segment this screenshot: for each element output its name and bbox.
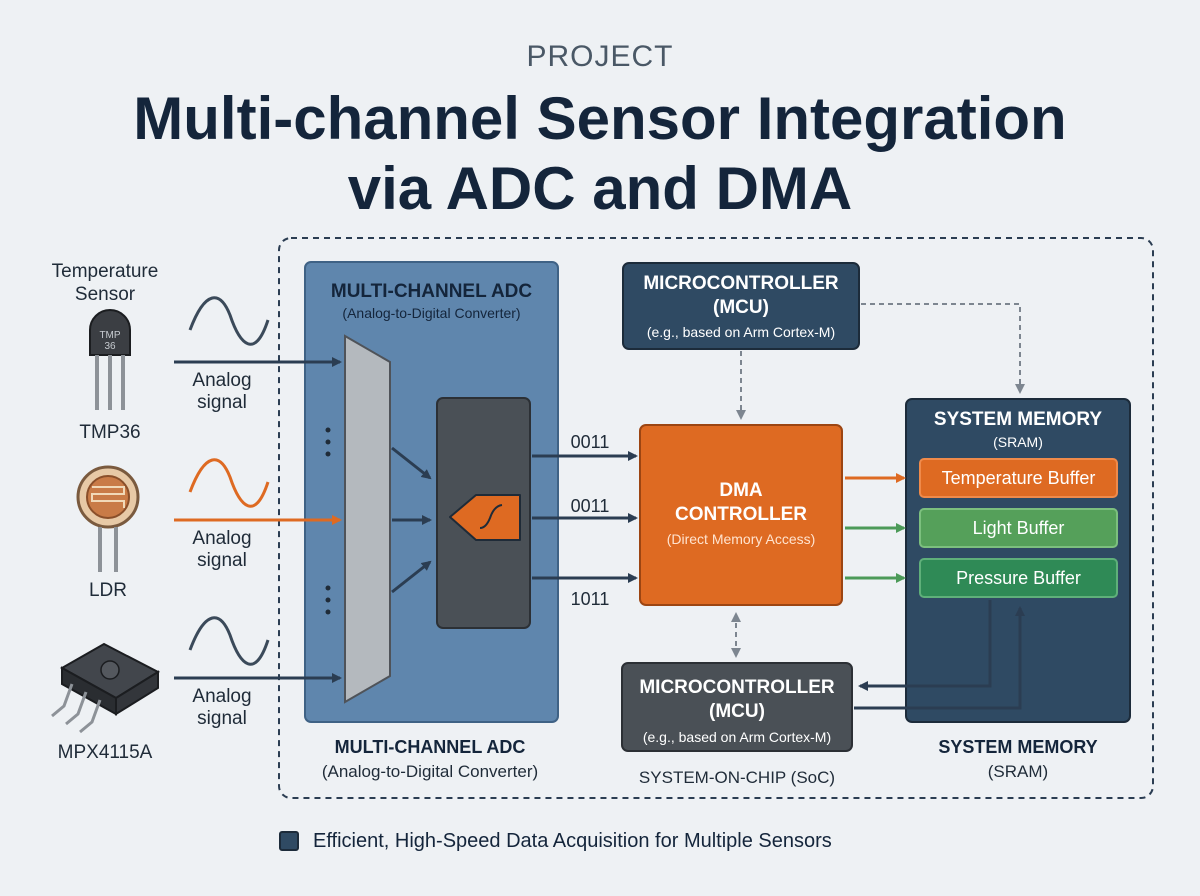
memory-title: SYSTEM MEMORY [933,409,1103,430]
tmp36-label: TMP36 [79,422,141,443]
memory-to-mcu-arrow [858,600,992,691]
dma-subtitle: (Direct Memory Access) [666,531,816,547]
temperature-sensor-label: Temperature Sensor [51,261,159,305]
mcu-bottom-subtitle: (e.g., based on Arm Cortex-M) [642,729,832,745]
mcu-bottom-box [621,662,853,752]
soc-label: SYSTEM-ON-CHIP (SoC) [638,768,836,787]
ldr-label: LDR [88,580,127,601]
mux-dots-upper [325,427,331,457]
pressure-buffer [919,558,1118,598]
analog-wave-3 [188,616,270,666]
pressure-buffer-label: Pressure Buffer [956,568,1081,588]
mux-to-core-1 [391,446,432,480]
legend-swatch [279,831,299,851]
analog-wave-1 [188,296,270,346]
temperature-buffer [919,458,1118,498]
analog-wave-2 [188,458,270,508]
dma-title: DMA CONTROLLER [675,480,807,525]
mcu-top-subtitle: (e.g., based on Arm Cortex-M) [646,324,836,340]
temperature-buffer-label: Temperature Buffer [941,468,1096,488]
light-buffer-label: Light Buffer [972,518,1065,538]
adc-caption-title: MULTI-CHANNEL ADC [334,737,526,757]
digital-code-1: 0011 [570,432,610,452]
mux-dots-lower [325,585,331,615]
dma-controller-box [639,424,843,606]
analog-signal-label-1: Analog signal [192,370,252,413]
mcu-bottom-title: MICROCONTROLLER (MCU) [639,677,835,722]
temperature-sensor-icon [89,309,131,410]
legend-text: Efficient, High-Speed Data Acquisition f… [313,830,832,852]
title-line-2: via ADC and DMA [347,155,853,222]
ldr-sensor-icon [76,465,140,572]
memory-caption-subtitle: (SRAM) [987,762,1049,781]
page-title: Multi-channel Sensor Integration via ADC… [0,84,1200,224]
mcu-top-title: MICROCONTROLLER (MCU) [643,273,839,318]
adc-title: MULTI-CHANNEL ADC [330,281,533,302]
mcu-top-box [622,262,860,350]
memory-subtitle: (SRAM) [993,434,1043,450]
memory-caption-title: SYSTEM MEMORY [938,737,1098,757]
adc-multiplexer [344,334,391,704]
mcu-to-memory-arrow-bottom [854,606,1025,710]
pressure-sensor-icon [51,642,161,734]
page-kicker: PROJECT [526,40,674,73]
temperature-chip-marking: TMP 36 [99,330,121,352]
soc-boundary [278,237,1154,799]
adc-caption-subtitle: (Analog-to-Digital Converter) [321,762,539,781]
light-buffer [919,508,1118,548]
adc-subtitle: (Analog-to-Digital Converter) [342,305,521,321]
title-line-1: Multi-channel Sensor Integration [133,85,1067,152]
converter-symbol [449,494,521,541]
mcu-to-memory-arrow [861,303,1025,394]
analog-signal-label-3: Analog signal [192,686,252,729]
analog-signal-label-2: Analog signal [192,528,252,571]
digital-code-2: 0011 [570,496,610,516]
mpx4115a-label: MPX4115A [57,742,153,763]
mux-to-core-3 [391,560,432,594]
digital-code-3: 1011 [570,589,610,609]
